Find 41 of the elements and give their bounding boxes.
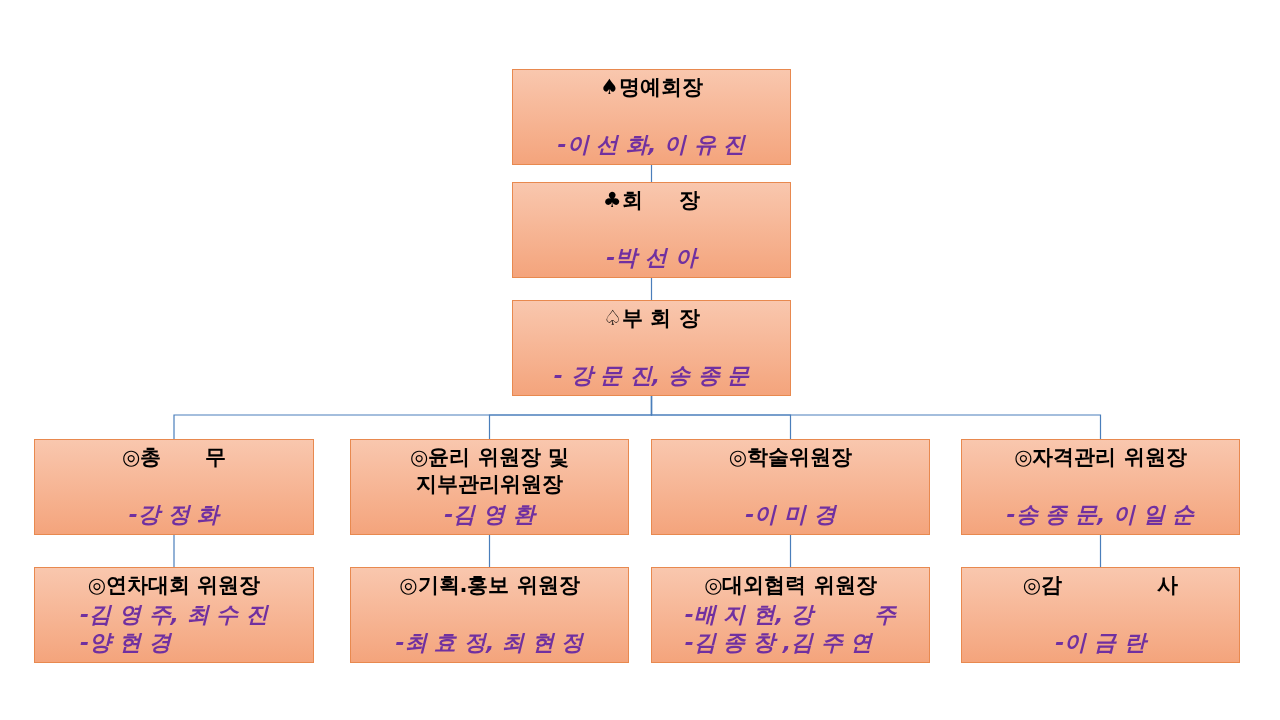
member-names: -양 현 경 [80,629,171,657]
position-title: ◎기획.홍보 위원장 [399,572,580,599]
member-names: -이 미 경 [745,501,836,529]
member-names: -김 종 창 ,김 주 연 [684,629,873,657]
member-names: -김 영 환 [444,501,535,529]
position-box [350,567,629,663]
member-names: -김 영 주, 최 수 진 [80,601,268,629]
position-title: ◎윤리 위원장 및 지부관리위원장 [409,444,570,498]
position-box [651,439,930,535]
connector-line [650,277,653,301]
member-names: -최 효 정, 최 현 정 [395,629,584,657]
member-names: -이 선 화, 이 유 진 [557,131,746,159]
connector-line [173,534,175,568]
member-names: -이 금 란 [1055,629,1146,657]
position-title: ◎감 사 [1022,572,1179,599]
position-box [34,567,314,663]
connector-line [789,534,792,568]
member-names: -박 선 아 [606,244,697,272]
position-title: ◎대외협력 위원장 [704,572,877,599]
connector-line [488,534,491,568]
position-title: ♠명예회장 [600,74,703,101]
connector-line [650,395,1102,440]
position-box [512,69,791,165]
position-box [512,182,791,278]
position-box [961,439,1240,535]
position-title: ◎총 무 [121,444,227,471]
position-title: ◎자격관리 위원장 [1014,444,1187,471]
position-box [961,567,1240,663]
position-title: ♤부 회 장 [603,305,700,332]
position-box [350,439,629,535]
position-box [512,300,791,396]
member-names: - 강 문 진, 송 종 문 [553,362,750,390]
position-box [651,567,930,663]
connector-line [1099,534,1102,568]
position-box [34,439,314,535]
position-title: ◎연차대회 위원장 [87,572,261,599]
member-names: -송 종 문, 이 일 순 [1006,501,1195,529]
member-names: -강 정 화 [128,501,220,529]
position-title: ◎학술위원장 [728,444,853,471]
position-title: ♣회 장 [602,187,701,214]
member-names: -배 지 현, 강 주 [684,601,897,629]
